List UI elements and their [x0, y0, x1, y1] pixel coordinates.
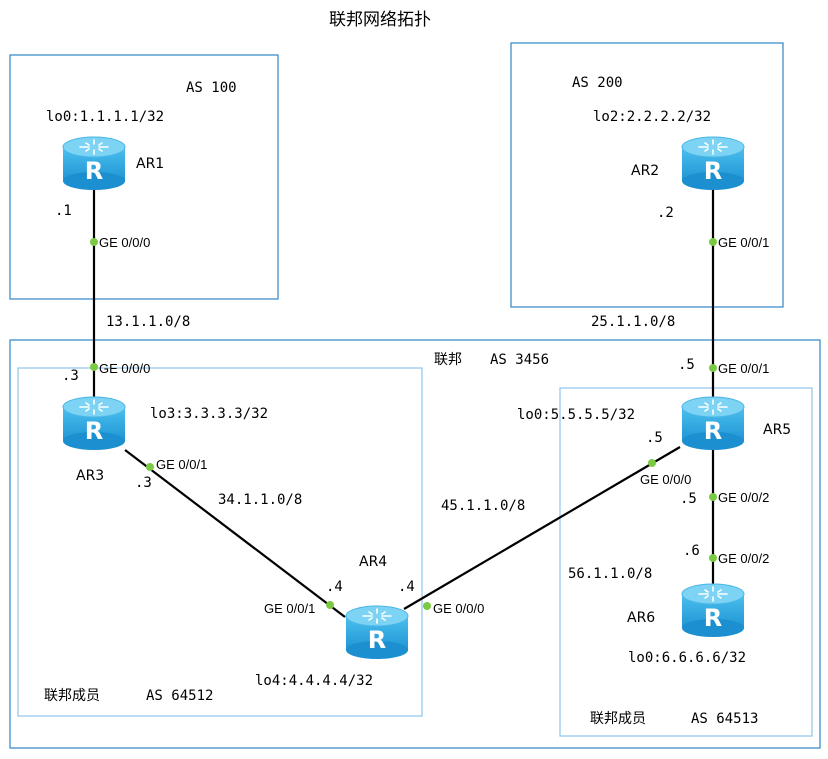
ar5-left-host: .5 — [646, 430, 663, 446]
ar5-loopback: lo0:5.5.5.5/32 — [517, 407, 635, 423]
router-icon[interactable] — [681, 583, 745, 638]
port-dot — [146, 463, 154, 471]
member-as64513-box — [559, 387, 813, 737]
confederation-as-label: AS 3456 — [490, 352, 549, 368]
member-as64512-box — [17, 367, 423, 717]
ar3-name: AR3 — [76, 468, 104, 484]
ar2-name: AR2 — [631, 163, 659, 179]
ar4-left-interface: GE 0/0/1 — [264, 601, 315, 616]
ar2-loopback: lo2:2.2.2.2/32 — [593, 109, 711, 125]
as100-box — [9, 54, 279, 300]
member2-as-label: AS 64513 — [691, 711, 758, 727]
ar6-loopback: lo0:6.6.6.6/32 — [628, 650, 746, 666]
ar3-up-interface: GE 0/0/0 — [99, 361, 150, 376]
subnet-ar3-ar4: 34.1.1.0/8 — [218, 492, 302, 508]
ar1-host: .1 — [55, 203, 72, 219]
router-icon[interactable] — [681, 396, 745, 451]
ar5-down-interface: GE 0/0/2 — [718, 490, 769, 505]
ar1-loopback: lo0:1.1.1.1/32 — [46, 109, 164, 125]
ar4-right-interface: GE 0/0/0 — [433, 601, 484, 616]
ar4-left-host: .4 — [326, 579, 343, 595]
ar2-host: .2 — [657, 205, 674, 221]
ar3-loopback: lo3:3.3.3.3/32 — [150, 406, 268, 422]
router-icon[interactable] — [345, 605, 409, 660]
member2-label-cn: 联邦成员 — [590, 711, 646, 727]
ar6-name: AR6 — [627, 610, 655, 626]
router-icon[interactable] — [62, 396, 126, 451]
ar6-host: .6 — [683, 543, 700, 559]
ar5-up-host: .5 — [678, 357, 695, 373]
member1-as-label: AS 64512 — [146, 688, 213, 704]
ar6-interface: GE 0/0/2 — [718, 551, 769, 566]
as200-box — [510, 42, 784, 308]
as100-label: AS 100 — [186, 80, 237, 96]
port-dot — [648, 459, 656, 467]
subnet-ar4-ar5: 45.1.1.0/8 — [441, 498, 525, 514]
confederation-label-cn: 联邦 — [434, 352, 462, 368]
ar5-name: AR5 — [763, 422, 791, 438]
port-dot — [709, 493, 717, 501]
ar3-right-host: .3 — [135, 475, 152, 491]
link-ar4-ar5 — [403, 446, 681, 610]
ar4-right-host: .4 — [398, 579, 415, 595]
confederation-box — [9, 339, 821, 749]
ar1-name: AR1 — [136, 156, 164, 172]
subnet-ar5-ar6: 56.1.1.0/8 — [568, 566, 652, 582]
port-dot — [90, 238, 98, 246]
as200-label: AS 200 — [572, 75, 623, 91]
ar2-interface: GE 0/0/1 — [718, 235, 769, 250]
port-dot — [90, 363, 98, 371]
ar5-left-interface: GE 0/0/0 — [640, 472, 691, 487]
port-dot — [709, 554, 717, 562]
ar1-interface: GE 0/0/0 — [99, 235, 150, 250]
member1-label-cn: 联邦成员 — [44, 688, 100, 704]
ar3-up-host: .3 — [62, 368, 79, 384]
ar4-name: AR4 — [359, 554, 387, 570]
port-dot — [326, 601, 334, 609]
ar5-up-interface: GE 0/0/1 — [718, 361, 769, 376]
ar5-down-host: .5 — [680, 491, 697, 507]
port-dot — [709, 364, 717, 372]
link-ar3-ar4 — [124, 449, 346, 618]
router-icon[interactable] — [62, 136, 126, 191]
subnet-ar1-ar3: 13.1.1.0/8 — [106, 314, 190, 330]
ar3-right-interface: GE 0/0/1 — [156, 457, 207, 472]
port-dot — [423, 602, 431, 610]
diagram-title: 联邦网络拓扑 — [329, 10, 431, 30]
subnet-ar2-ar5: 25.1.1.0/8 — [591, 314, 675, 330]
router-icon[interactable] — [681, 136, 745, 191]
port-dot — [709, 238, 717, 246]
ar4-loopback: lo4:4.4.4.4/32 — [255, 673, 373, 689]
